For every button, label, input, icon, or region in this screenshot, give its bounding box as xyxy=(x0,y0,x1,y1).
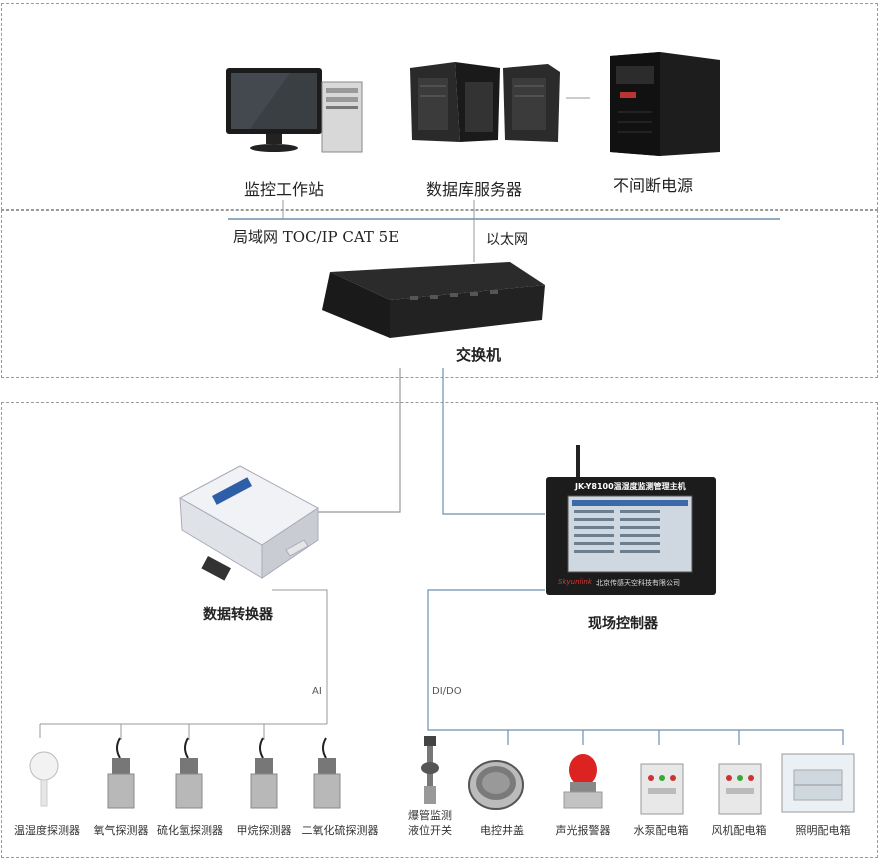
dido-device-label-line2: 液位开关 xyxy=(408,824,452,837)
dido-device-label: 电控井盖 xyxy=(480,824,524,837)
ai-device-label: 氧气探测器 xyxy=(93,824,149,837)
ups-label: 不间断电源 xyxy=(613,176,694,195)
ai-device-label: 温湿度探测器 xyxy=(14,824,80,837)
gas-detector-icon xyxy=(313,737,341,809)
ai-device-label: 硫化氢探测器 xyxy=(157,824,223,837)
workstation-label: 监控工作站 xyxy=(244,180,325,199)
float-switch-icon xyxy=(421,736,439,804)
ethernet-label: 以太网 xyxy=(486,232,528,248)
converter-label: 数据转换器 xyxy=(203,607,273,623)
lighting-box-icon xyxy=(781,753,855,813)
dido-device-label: 风机配电箱 xyxy=(711,824,767,837)
network-zone xyxy=(1,210,878,378)
distribution-box-icon xyxy=(640,763,684,815)
dido-device-label: 照明配电箱 xyxy=(795,824,851,837)
controller-screen-title: JK-Y8100温湿度监测管理主机 xyxy=(575,482,686,491)
temp-humidity-sensor-icon xyxy=(29,751,59,807)
ai-label: AI xyxy=(312,686,322,697)
db-server-label: 数据库服务器 xyxy=(426,180,523,199)
dido-device-label: 声光报警器 xyxy=(555,824,611,837)
dido-label: DI/DO xyxy=(432,686,462,697)
controller-label: 现场控制器 xyxy=(588,616,658,632)
ai-device-label: 二氧化硫探测器 xyxy=(301,824,379,837)
manhole-cover-icon xyxy=(468,760,524,810)
dido-device-label: 水泵配电箱 xyxy=(633,824,689,837)
switch-label: 交换机 xyxy=(456,346,502,364)
alarm-light-icon xyxy=(563,754,603,809)
dido-device-label: 爆管监测 xyxy=(408,809,452,822)
lan-label: 局域网 TOC/IP CAT 5E xyxy=(233,228,400,246)
top-zone xyxy=(1,3,878,210)
field-zone xyxy=(1,402,878,858)
distribution-box-icon xyxy=(718,763,762,815)
controller-brand: Skyunlink xyxy=(558,578,592,586)
gas-detector-icon xyxy=(175,737,203,809)
gas-detector-icon xyxy=(250,737,278,809)
controller-company: 北京传感天空科技有限公司 xyxy=(596,579,680,587)
ai-device-label: 甲烷探测器 xyxy=(236,824,292,837)
gas-detector-icon xyxy=(107,737,135,809)
